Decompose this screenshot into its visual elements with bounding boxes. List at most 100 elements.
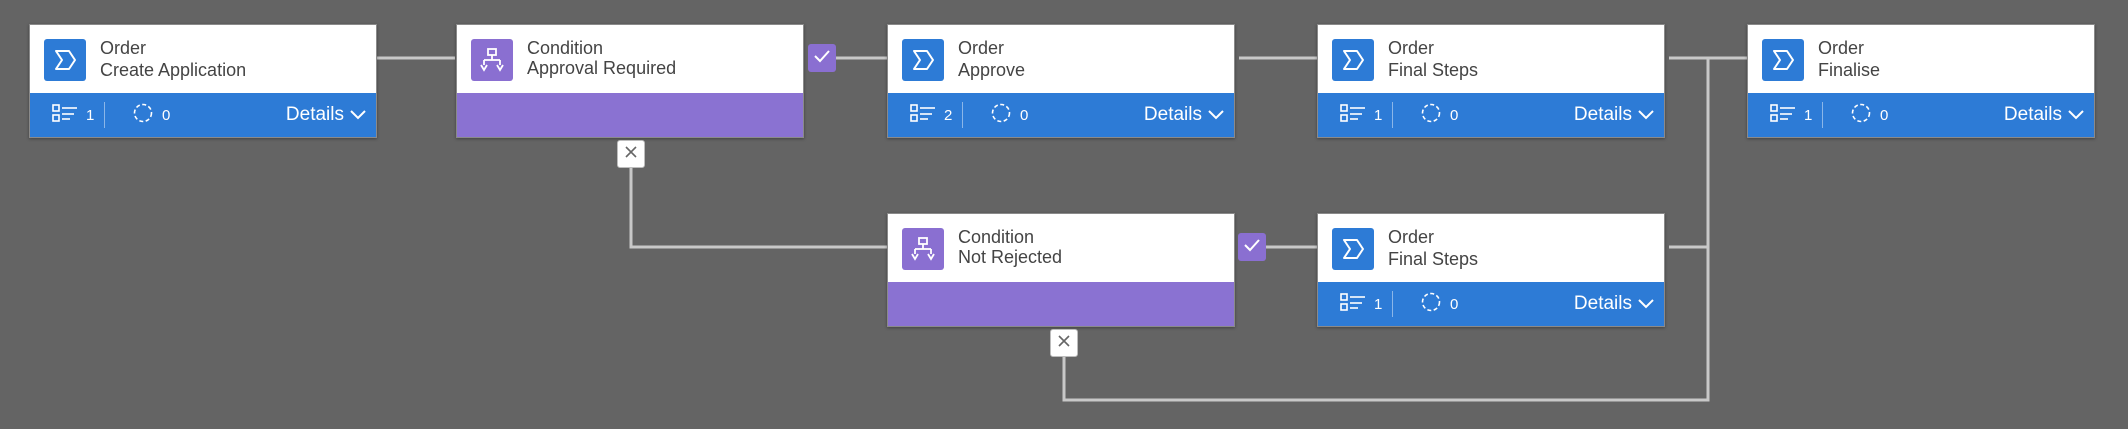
steps-count: 1 <box>1770 93 1812 137</box>
close-icon <box>1057 334 1071 353</box>
chevron-down-icon <box>1638 104 1654 126</box>
details-button[interactable]: Details <box>1144 93 1224 137</box>
steps-count-value: 1 <box>1374 295 1383 313</box>
node-kind: Order <box>100 38 147 58</box>
connector-line <box>629 153 887 249</box>
loops-count: 0 <box>1420 93 1458 137</box>
stage-chevron-icon <box>1332 39 1374 81</box>
loops-count-value: 0 <box>1450 295 1459 313</box>
divider <box>1822 102 1823 128</box>
details-label: Details <box>1143 104 1202 125</box>
close-icon <box>624 145 638 164</box>
checkmark-icon <box>813 49 831 68</box>
list-icon <box>52 104 78 126</box>
loop-icon <box>132 102 154 128</box>
list-icon <box>1340 293 1366 315</box>
stage-chevron-icon <box>1762 39 1804 81</box>
node-footer <box>457 93 803 137</box>
node-header: Condition Approval Required <box>457 25 803 95</box>
steps-count-value: 1 <box>86 106 95 124</box>
details-button[interactable]: Details <box>2004 93 2084 137</box>
order-node-create-application[interactable]: Order Create Application 1 0 Details <box>29 24 377 138</box>
yes-branch-badge[interactable] <box>808 44 836 72</box>
loop-icon <box>990 102 1012 128</box>
yes-branch-badge[interactable] <box>1238 233 1266 261</box>
divider <box>1392 291 1393 317</box>
node-footer: 1 0 Details <box>1748 93 2094 137</box>
loops-count-value: 0 <box>1880 106 1889 124</box>
chevron-down-icon <box>350 104 366 126</box>
loops-count-value: 0 <box>162 106 171 124</box>
details-label: Details <box>285 104 344 125</box>
steps-count: 1 <box>1340 282 1382 326</box>
details-label: Details <box>1573 293 1632 314</box>
stage-chevron-icon <box>902 39 944 81</box>
branch-icon <box>471 39 513 81</box>
no-branch-badge[interactable] <box>1050 329 1078 357</box>
node-header: Order Finalise <box>1748 25 2094 95</box>
node-footer: 2 0 Details <box>888 93 1234 137</box>
divider <box>962 102 963 128</box>
node-title: Approval Required <box>527 58 677 78</box>
details-label: Details <box>1573 104 1632 125</box>
node-kind: Order <box>958 38 1005 58</box>
node-kind: Condition <box>527 38 604 58</box>
steps-count-value: 1 <box>1374 106 1383 124</box>
node-footer: 1 0 Details <box>1318 93 1664 137</box>
divider <box>104 102 105 128</box>
node-title: Final Steps <box>1388 249 1479 269</box>
loops-count: 0 <box>1420 282 1458 326</box>
order-node-final-steps[interactable]: Order Final Steps 1 0 Details <box>1317 24 1665 138</box>
list-icon <box>1340 104 1366 126</box>
list-icon <box>910 104 936 126</box>
chevron-down-icon <box>1208 104 1224 126</box>
loops-count-value: 0 <box>1450 106 1459 124</box>
branch-icon <box>902 228 944 270</box>
node-header: Order Create Application <box>30 25 376 95</box>
stage-chevron-icon <box>44 39 86 81</box>
loops-count: 0 <box>1850 93 1888 137</box>
details-button[interactable]: Details <box>1574 93 1654 137</box>
checkmark-icon <box>1243 238 1261 257</box>
condition-node-not-rejected[interactable]: Condition Not Rejected <box>887 213 1235 327</box>
node-title: Create Application <box>100 60 247 80</box>
details-label: Details <box>2003 104 2062 125</box>
steps-count-value: 1 <box>1804 106 1813 124</box>
order-node-final-steps-alt[interactable]: Order Final Steps 1 0 Details <box>1317 213 1665 327</box>
loops-count: 0 <box>990 93 1028 137</box>
details-button[interactable]: Details <box>1574 282 1654 326</box>
node-header: Order Approve <box>888 25 1234 95</box>
details-button[interactable]: Details <box>286 93 366 137</box>
loops-count: 0 <box>132 93 170 137</box>
condition-node-approval-required[interactable]: Condition Approval Required <box>456 24 804 138</box>
node-kind: Order <box>1818 38 1865 58</box>
node-kind: Order <box>1388 38 1435 58</box>
node-header: Condition Not Rejected <box>888 214 1234 284</box>
order-node-finalise[interactable]: Order Finalise 1 0 Details <box>1747 24 2095 138</box>
steps-count-value: 2 <box>944 106 953 124</box>
node-kind: Order <box>1388 227 1435 247</box>
node-title: Finalise <box>1818 60 1881 80</box>
node-header: Order Final Steps <box>1318 25 1664 95</box>
chevron-down-icon <box>2068 104 2084 126</box>
loops-count-value: 0 <box>1020 106 1029 124</box>
connector-line <box>1669 58 1710 249</box>
order-node-approve[interactable]: Order Approve 2 0 Details <box>887 24 1235 138</box>
node-header: Order Final Steps <box>1318 214 1664 284</box>
stage-chevron-icon <box>1332 228 1374 270</box>
node-footer: 1 0 Details <box>1318 282 1664 326</box>
loop-icon <box>1850 102 1872 128</box>
node-kind: Condition <box>958 227 1035 247</box>
node-title: Not Rejected <box>958 247 1063 267</box>
node-footer: 1 0 Details <box>30 93 376 137</box>
list-icon <box>1770 104 1796 126</box>
chevron-down-icon <box>1638 293 1654 315</box>
loop-icon <box>1420 102 1442 128</box>
no-branch-badge[interactable] <box>617 140 645 168</box>
loop-icon <box>1420 291 1442 317</box>
steps-count: 1 <box>52 93 94 137</box>
node-title: Approve <box>958 60 1026 80</box>
node-title: Final Steps <box>1388 60 1479 80</box>
divider <box>1392 102 1393 128</box>
